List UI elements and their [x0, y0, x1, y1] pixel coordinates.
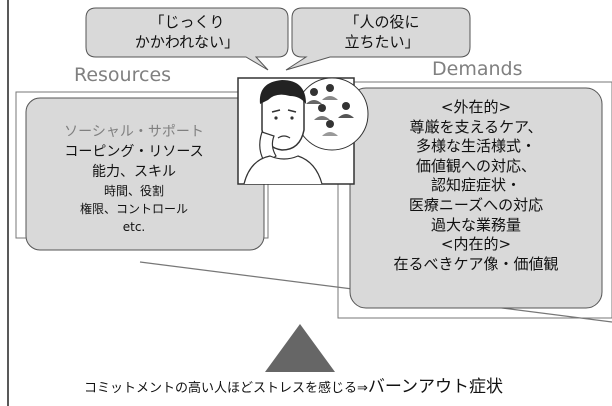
resources-item-coping: コーピング・リソース — [64, 144, 204, 160]
bubble-right-line-2: 立ちたい」 — [344, 33, 420, 51]
demands-item-external-header: <外在的> — [440, 98, 512, 116]
speech-bubble-left — [85, 7, 289, 71]
resources-item-etc: etc. — [122, 220, 146, 234]
demands-item-dignity-care: 尊厳を支えるケア、 — [409, 117, 543, 136]
bubble-left-line-2: かかわれない」 — [134, 33, 240, 51]
demands-box — [349, 87, 603, 309]
demands-list: <外在的> 尊厳を支えるケア、 多様な生活様式・ 価値観への対応、 認知症症状・… — [358, 98, 594, 274]
demands-back-panel — [337, 81, 612, 319]
demands-item-lifestyles: 多様な生活様式・ — [415, 137, 536, 156]
demands-item-medical-needs: 医療ニーズへの対応 — [408, 195, 544, 214]
resources-heading: Resources — [74, 64, 172, 86]
bubble-right-text: 「人の役に 立ちたい」 — [300, 12, 464, 52]
speech-bubble-right — [285, 7, 471, 71]
bubble-right-line-1: 「人の役に — [344, 13, 420, 31]
resources-item-time-role: 時間、役割 — [103, 184, 164, 198]
resources-item-social-support: ソーシャル・サポート — [64, 124, 204, 140]
bubble-left-line-1: 「じっくり — [149, 13, 225, 31]
demands-item-values: 価値観への対応、 — [415, 156, 536, 175]
resources-item-skills: 能力、スキル — [92, 164, 176, 180]
worried-person-illustration — [237, 77, 369, 185]
demands-heading: Demands — [432, 58, 523, 80]
demands-item-dementia: 認知症症状・ — [430, 176, 521, 195]
demands-item-internal-header: <内在的> — [440, 235, 512, 254]
caption: コミットメントの高い人ほどストレスを感じる⇒バーンアウト症状 — [84, 376, 503, 400]
bubble-left-text: 「じっくり かかわれない」 — [92, 12, 282, 52]
fulcrum-triangle — [265, 324, 335, 372]
caption-main: コミットメントの高い人ほどストレスを感じる⇒ — [84, 381, 368, 396]
demands-item-ideal-care: 在るべきケア像・価値観 — [393, 254, 559, 273]
demands-item-workload: 過大な業務量 — [430, 215, 521, 234]
caption-emphasis: バーンアウト症状 — [367, 377, 504, 397]
resources-item-authority: 権限、コントロール — [79, 202, 188, 216]
resources-list: ソーシャル・サポート コーピング・リソース 能力、スキル 時間、役割 権限、コン… — [34, 122, 234, 236]
